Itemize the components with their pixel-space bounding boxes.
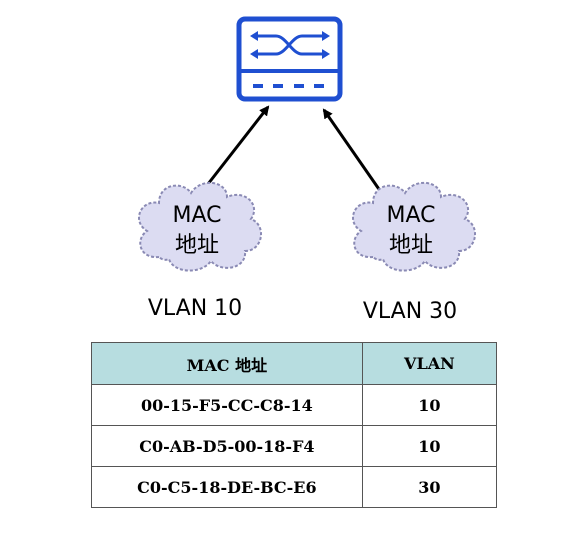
cloud-right-line2: 地址 xyxy=(389,233,433,258)
cloud-right-line1: MAC xyxy=(386,203,435,228)
table-row: C0-AB-D5-00-18-F4 10 xyxy=(91,425,498,467)
table-row: 00-15-F5-CC-C8-14 10 xyxy=(91,384,498,426)
vlan-label-right: VLAN 30 xyxy=(363,299,457,324)
cell-mac: 00-15-F5-CC-C8-14 xyxy=(91,384,363,426)
header-mac-address: MAC 地址 xyxy=(91,342,363,385)
cell-mac: C0-AB-D5-00-18-F4 xyxy=(91,425,363,467)
cloud-left-line1: MAC xyxy=(172,203,221,228)
mac-vlan-table: MAC 地址 VLAN 00-15-F5-CC-C8-14 10 C0-AB-D… xyxy=(91,342,498,508)
cell-vlan: 10 xyxy=(361,384,498,426)
cloud-left: MAC 地址 xyxy=(137,181,263,272)
arrow-left-to-switch xyxy=(199,105,270,194)
cell-vlan: 10 xyxy=(361,425,498,467)
network-switch-icon xyxy=(236,16,343,102)
cloud-left-line2: 地址 xyxy=(175,233,219,258)
table-header-row: MAC 地址 VLAN xyxy=(91,342,498,385)
cloud-right: MAC 地址 xyxy=(351,181,477,272)
table-row: C0-C5-18-DE-BC-E6 30 xyxy=(91,466,498,508)
vlan-label-left: VLAN 10 xyxy=(148,296,242,321)
arrow-right-to-switch xyxy=(322,108,385,196)
cell-mac: C0-C5-18-DE-BC-E6 xyxy=(91,466,363,508)
cell-vlan: 30 xyxy=(361,466,498,508)
header-vlan: VLAN xyxy=(361,342,498,385)
